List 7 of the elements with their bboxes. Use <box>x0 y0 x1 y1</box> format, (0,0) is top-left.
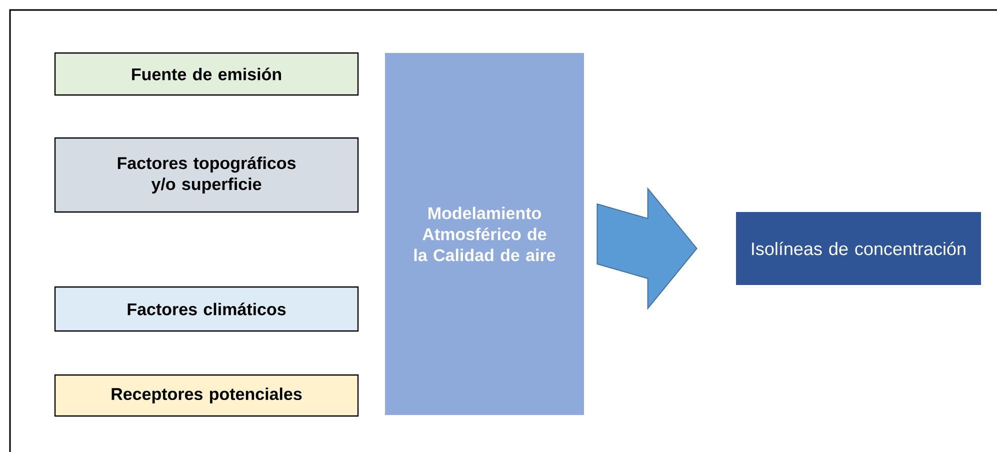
input-box: Factores climáticos <box>54 286 359 332</box>
output-box: Isolíneas de concentración <box>736 212 981 285</box>
process-box: Modelamiento Atmosférico de la Calidad de aire <box>385 53 584 415</box>
input-box: Fuente de emisión <box>54 52 359 96</box>
input-box: Receptores potenciales <box>54 374 359 417</box>
block-arrow <box>596 187 698 310</box>
input-box: Factores topográficos y/o superficie <box>54 137 359 213</box>
